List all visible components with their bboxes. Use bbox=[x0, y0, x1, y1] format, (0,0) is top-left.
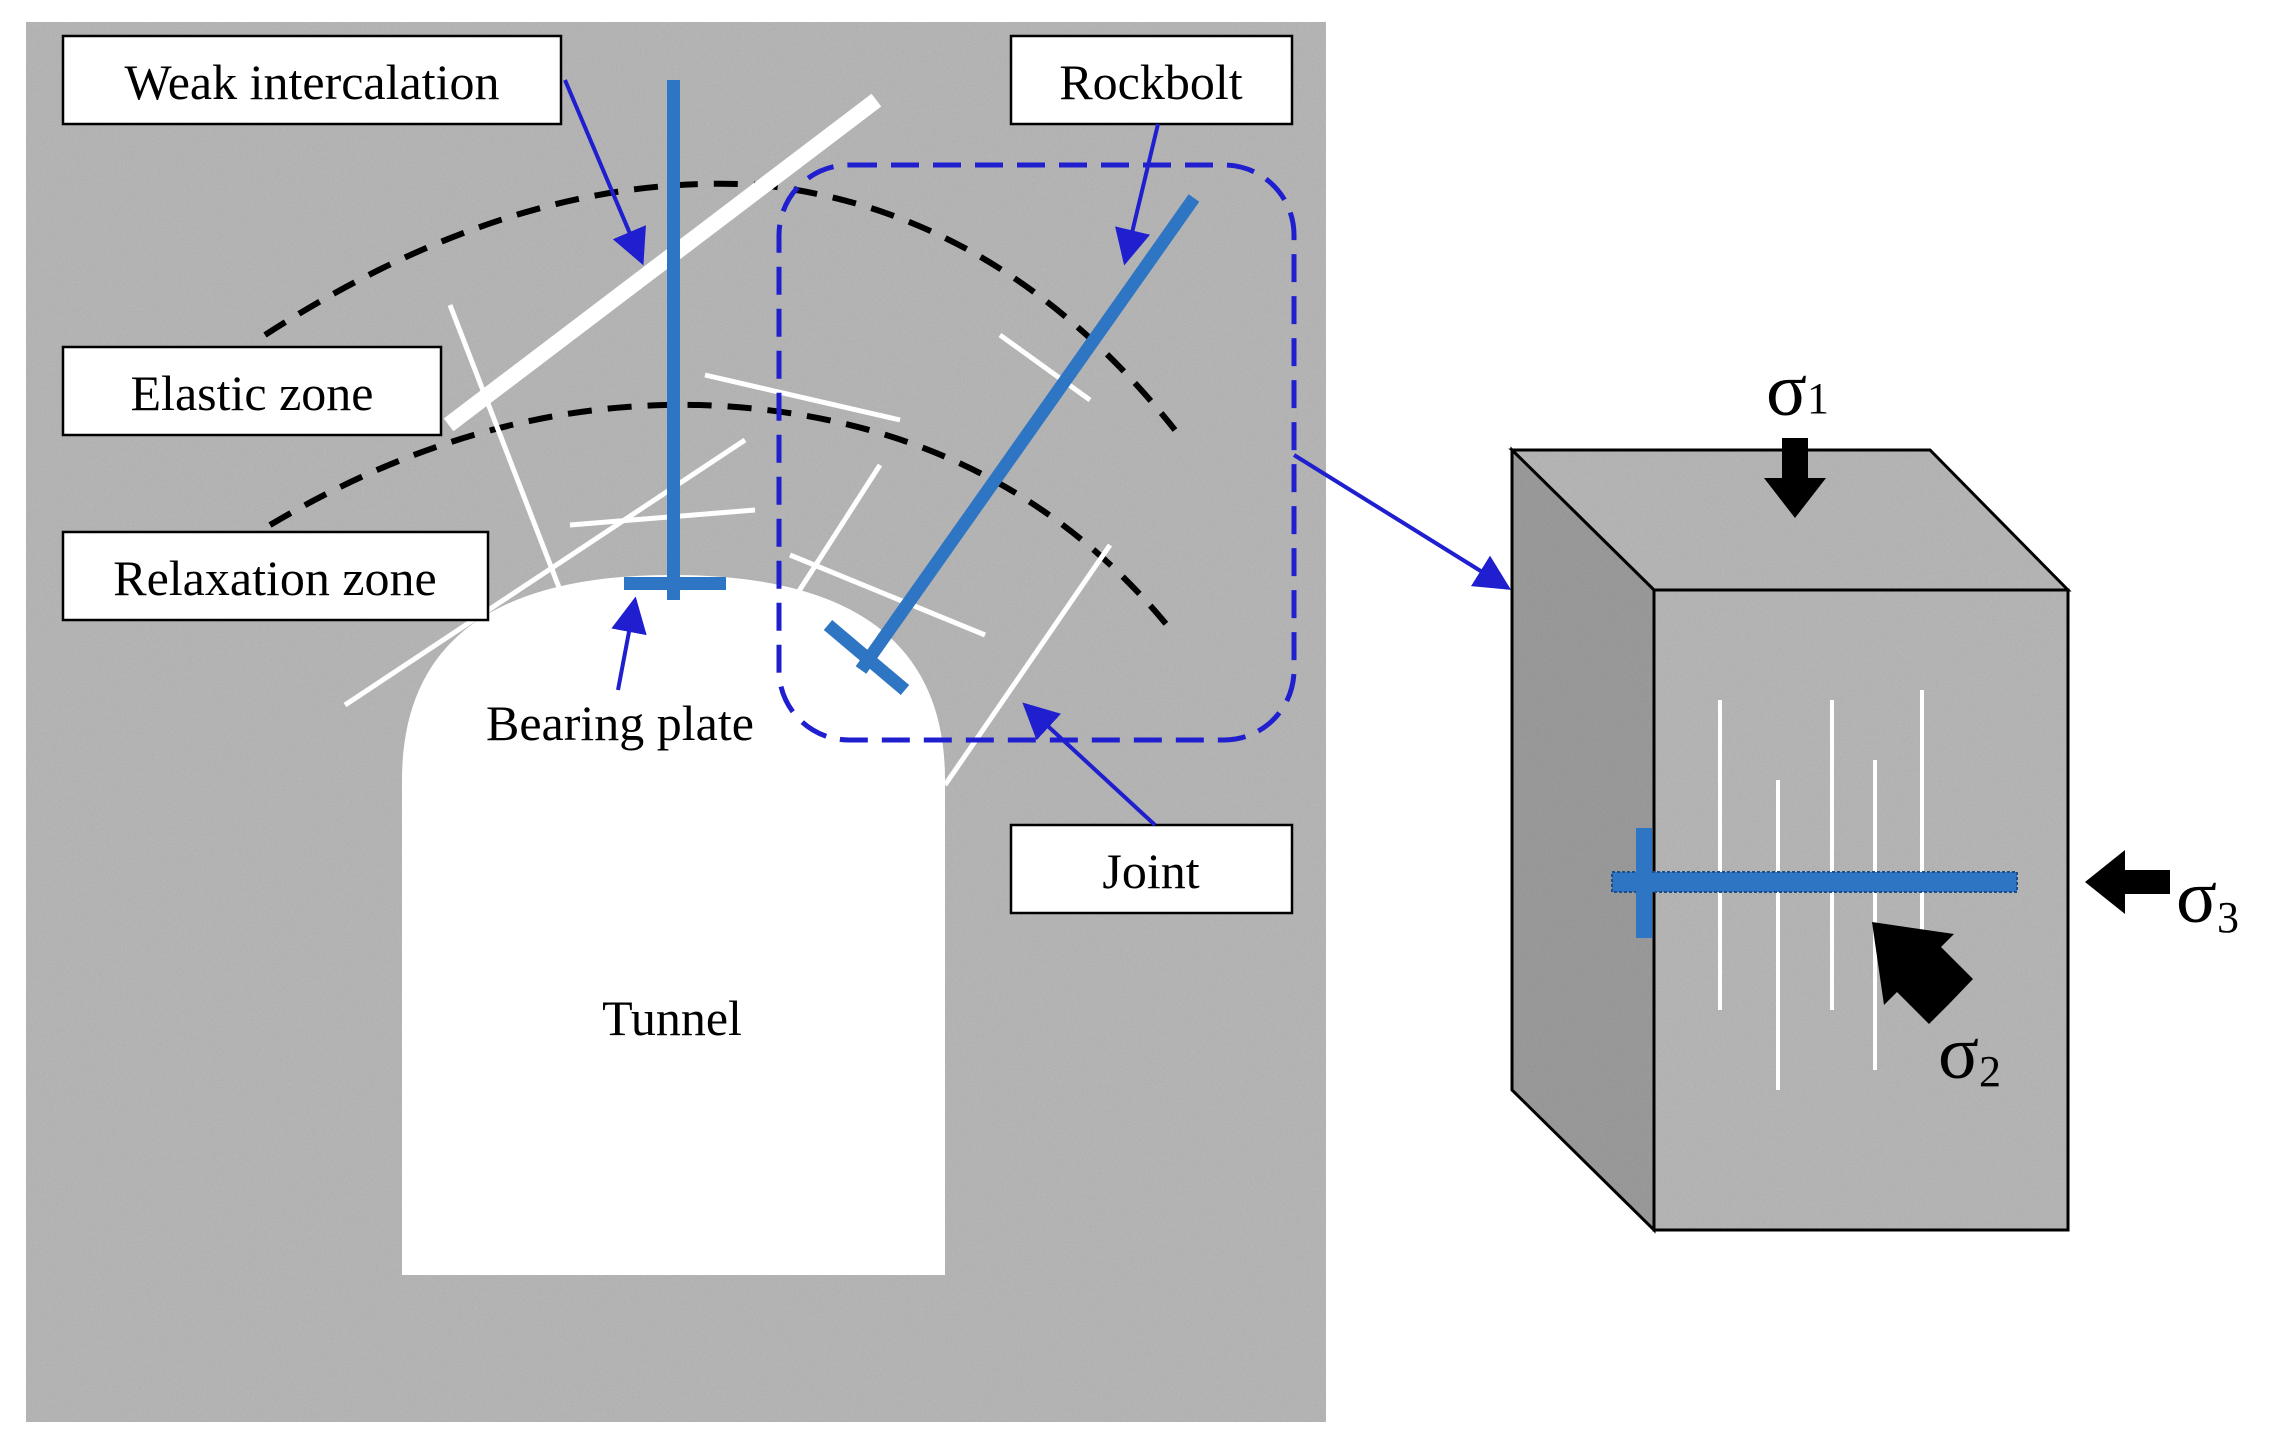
zoom-arrow bbox=[1292, 453, 1512, 590]
inclined-rockbolt bbox=[823, 194, 1200, 695]
block-front-face bbox=[1652, 588, 2070, 1232]
weak-intercalation-label: Weak intercalation bbox=[125, 54, 500, 110]
sigma3-label: σ3 bbox=[2176, 855, 2239, 942]
callout-arrows bbox=[563, 79, 1512, 827]
tunnel-opening bbox=[402, 575, 945, 1275]
sigma2-label: σ2 bbox=[1938, 1011, 2001, 1096]
rockbolt-arrow bbox=[1115, 123, 1160, 266]
joint-arrow bbox=[1022, 702, 1157, 827]
bearing-plate-label: Bearing plate bbox=[486, 695, 754, 751]
relaxation-zone-label: Relaxation zone bbox=[113, 550, 437, 606]
joint-label: Joint bbox=[1102, 843, 1199, 899]
relaxation-zone-boundary bbox=[268, 401, 1178, 637]
block-bearing-plate bbox=[1636, 828, 1652, 938]
dashed-selection-box bbox=[776, 162, 1297, 743]
rockbolt-label: Rockbolt bbox=[1059, 54, 1242, 110]
rock-mass-panel: Weak intercalation Rockbolt Elastic zone… bbox=[26, 22, 1512, 1422]
stress-arrows bbox=[1764, 438, 2170, 1024]
sigma3-arrow bbox=[2085, 850, 2170, 914]
vertical-rockbolt bbox=[624, 80, 726, 600]
weak-intercalation-arrow bbox=[563, 79, 646, 266]
sigma2-arrow bbox=[1872, 922, 1973, 1024]
bearing-plate bbox=[624, 577, 726, 590]
sigma1-arrow bbox=[1764, 438, 1826, 518]
relaxation-zone-box bbox=[61, 530, 490, 622]
joint-box bbox=[1009, 823, 1294, 915]
block-rockbolt bbox=[1611, 828, 2018, 938]
elastic-zone-label: Elastic zone bbox=[131, 365, 374, 421]
weak-intercalation-box bbox=[61, 34, 563, 126]
tunnel-label: Tunnel bbox=[602, 990, 742, 1046]
joint-lines bbox=[343, 304, 1113, 787]
elastic-zone-box bbox=[61, 345, 443, 437]
rock-block-element: σ1 σ3 σ2 bbox=[1508, 348, 2239, 1234]
bearing-plate-arrow bbox=[611, 596, 647, 691]
sigma1-label: σ1 bbox=[1766, 348, 1829, 432]
rockbolt-box bbox=[1009, 34, 1294, 126]
weak-intercalation-band bbox=[443, 93, 882, 432]
